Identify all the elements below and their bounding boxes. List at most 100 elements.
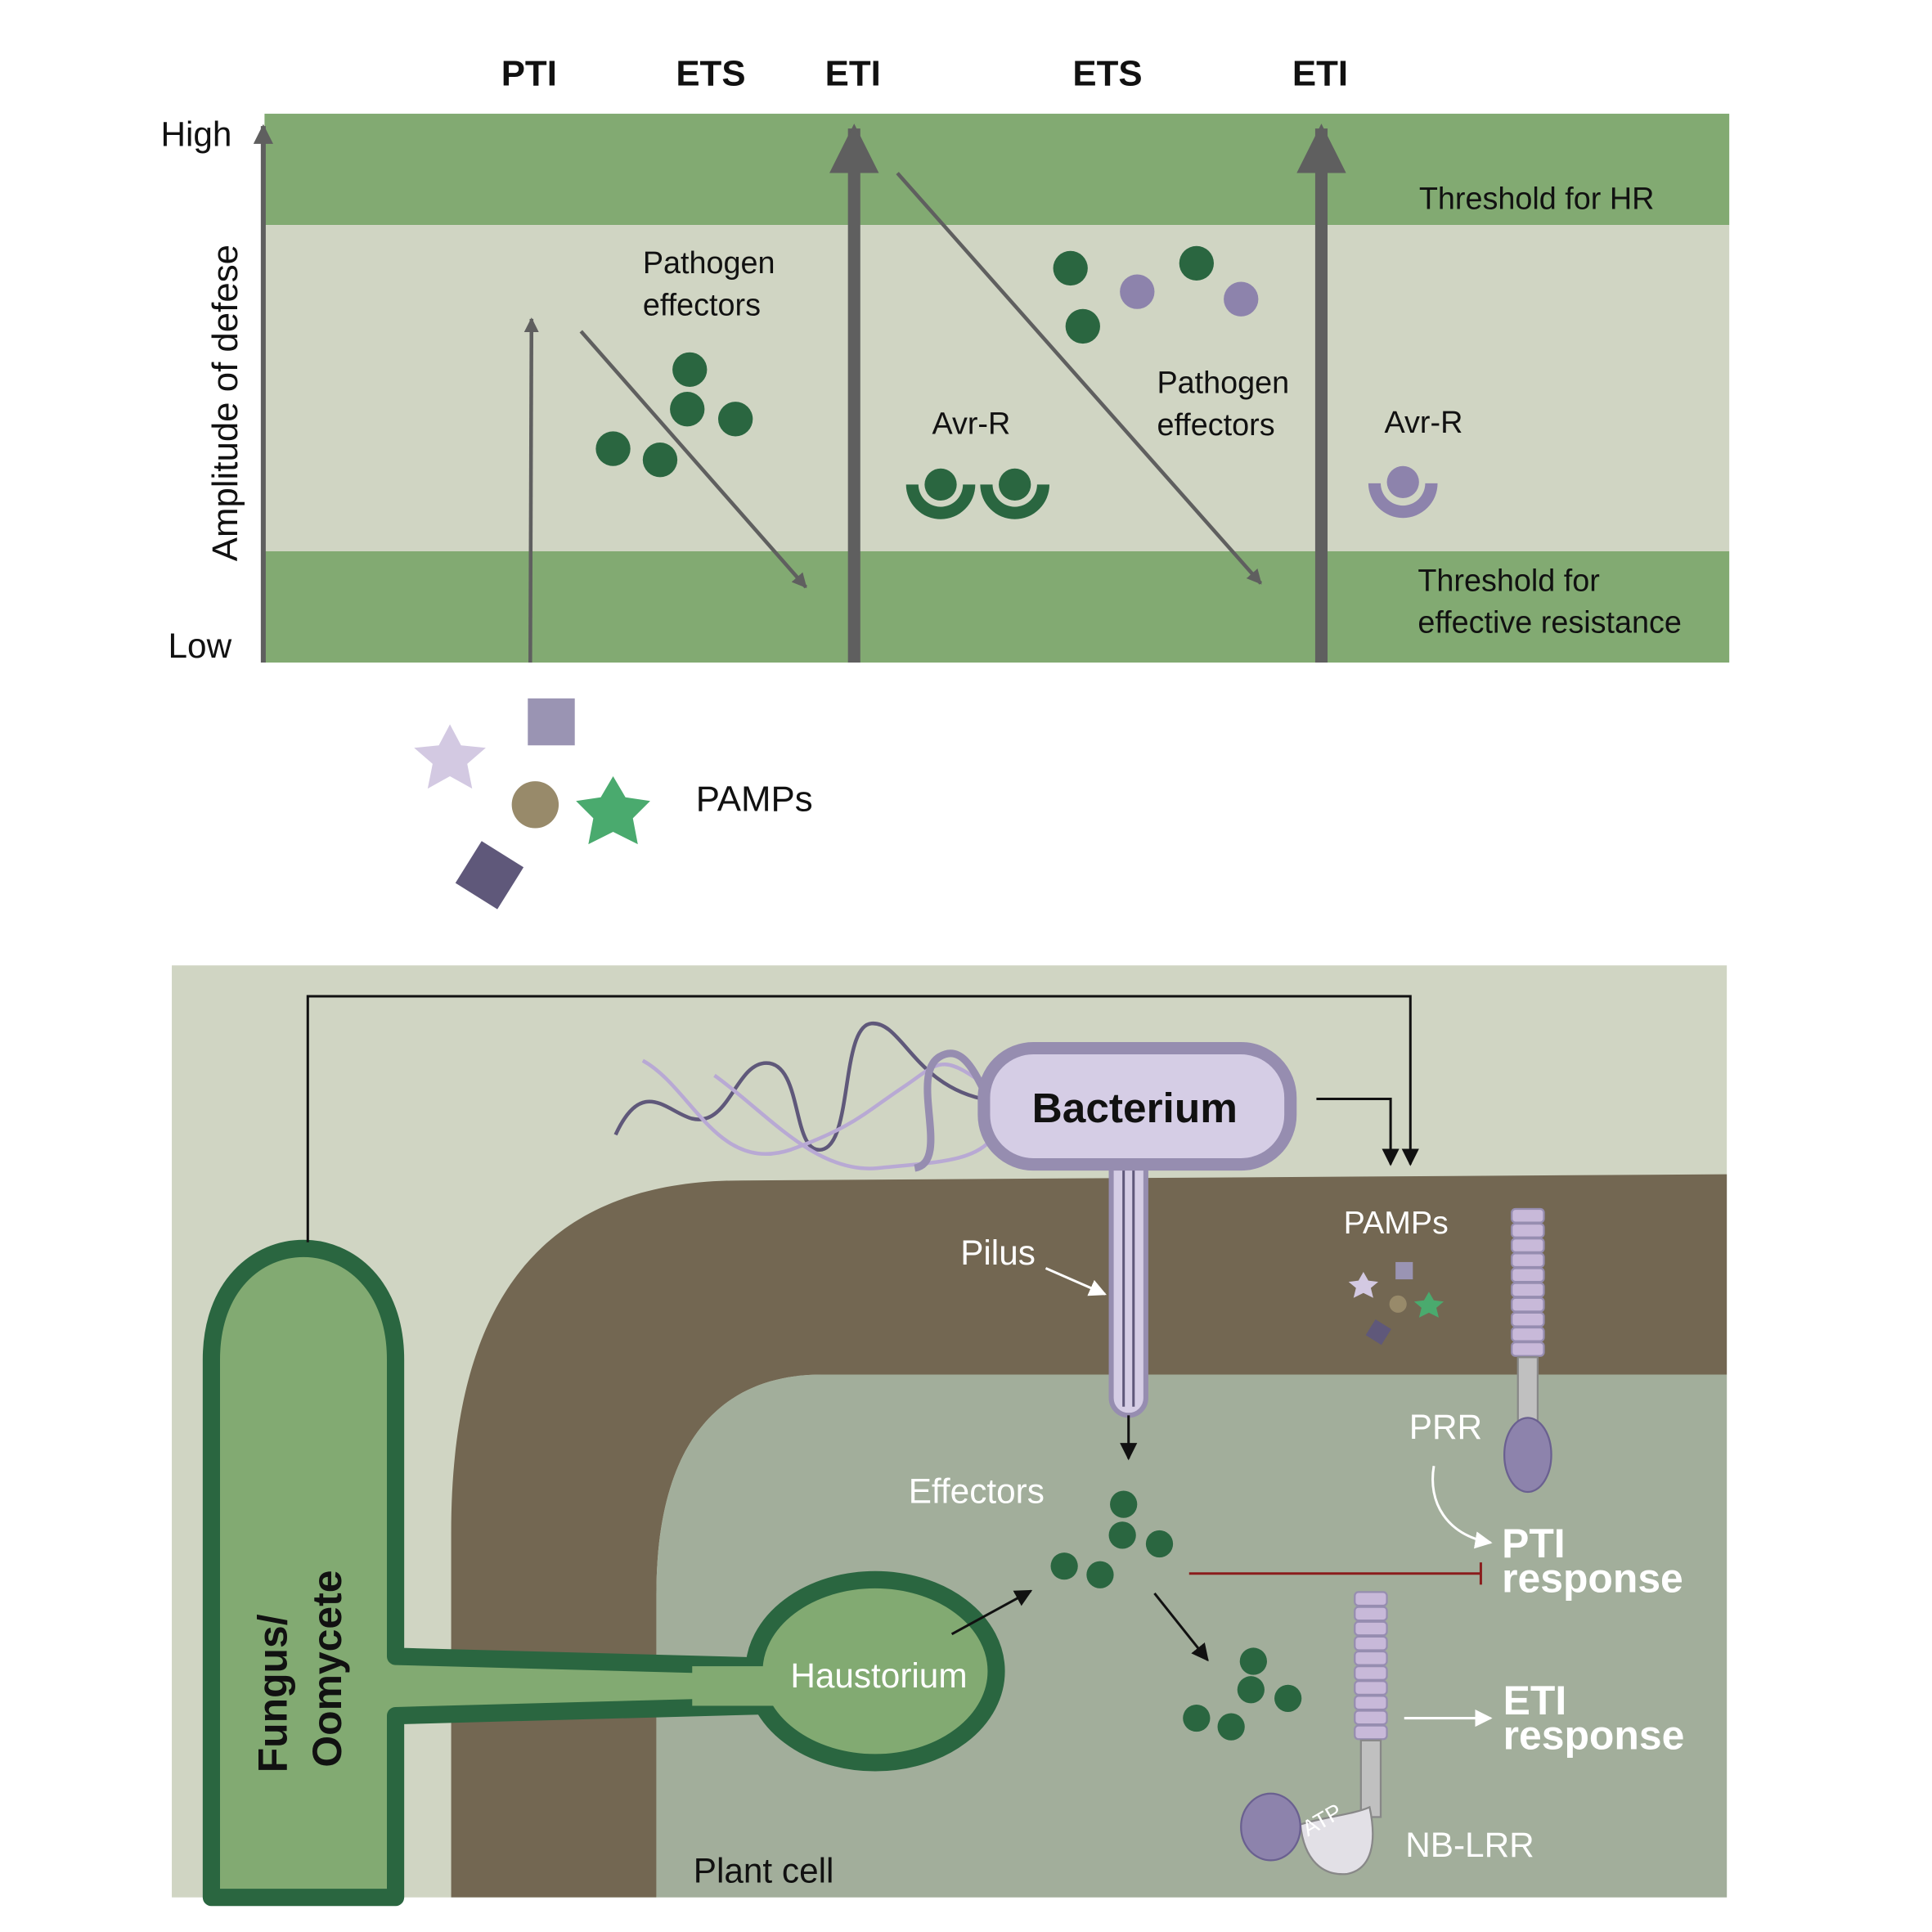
avr-r-complex-green-2 <box>980 468 1050 519</box>
effector-dot <box>595 431 631 466</box>
threshold-resistance-label-2: effective resistance <box>1418 606 1682 640</box>
nblrr-stalk <box>1359 1739 1382 1818</box>
eti-response-label-2: response <box>1503 1712 1685 1758</box>
fungus-label-1: Fungus/ <box>250 1614 296 1772</box>
pamp-star-green-icon <box>576 776 650 845</box>
effector-dot <box>1050 1552 1078 1580</box>
avr-r-complex-purple <box>1368 465 1438 519</box>
effector-dot <box>1217 1713 1245 1741</box>
phase-label-ets-2: ETS <box>1072 53 1142 93</box>
pamps-legend: PAMPs <box>414 698 813 910</box>
effector-dot <box>1179 245 1214 281</box>
threshold-resistance-label-1: Threshold for <box>1418 564 1600 598</box>
fungus-pamp-feedback-line <box>306 995 1419 1242</box>
haustorium-label: Haustorium <box>790 1656 967 1695</box>
ets-decline-arrow-1 <box>579 330 808 589</box>
effector-dot <box>718 402 753 437</box>
effector-dot <box>1145 1530 1174 1558</box>
avr-r-label-2: Avr-R <box>1385 406 1463 440</box>
pamp-diamond-icon <box>455 841 524 910</box>
avr-r-label-1: Avr-R <box>932 407 1010 441</box>
effector-to-nblrr-arrow <box>1153 1592 1209 1662</box>
avr-r-complex-green-1 <box>905 468 976 519</box>
bacterium-label: Bacterium <box>1032 1084 1238 1131</box>
bacterium-pamp-line <box>1316 1097 1400 1166</box>
eti-response-label-1: ETI <box>1503 1678 1567 1723</box>
pamp-square-icon <box>528 698 575 746</box>
effector-dot <box>670 392 705 427</box>
nblrr-cc-domain <box>1240 1792 1301 1862</box>
pamp-star-green-icon <box>1413 1292 1445 1318</box>
effector-cluster-2 <box>1053 245 1259 344</box>
pti-rise-arrow <box>523 317 539 663</box>
effector-dot <box>1274 1684 1302 1713</box>
infection-schematic-panel: Bacterium Pilus PAMPs <box>172 965 1728 1907</box>
nb-lrr-label: NB-LRR <box>1405 1826 1534 1864</box>
pathogen-effectors-label-2a: Pathogen <box>1157 366 1289 401</box>
fungus-hypha <box>202 1239 775 1907</box>
wall-pamps-label: PAMPs <box>1344 1205 1449 1241</box>
effector-dot <box>1183 1704 1211 1732</box>
effector-dot-purple <box>1224 281 1259 317</box>
pathogen-effectors-label-2b: effectors <box>1157 408 1274 443</box>
effector-cluster-cytoplasm-2 <box>1183 1647 1302 1741</box>
nblrr-lrr-segments <box>1354 1591 1388 1741</box>
threshold-hr-label: Threshold for HR <box>1419 182 1655 216</box>
effector-dot <box>1065 308 1100 344</box>
pamp-star-light-icon <box>1348 1272 1378 1298</box>
resistance-threshold-band <box>264 550 1730 663</box>
effectors-label: Effectors <box>909 1472 1045 1511</box>
pilus-pointer-arrow <box>1045 1267 1107 1296</box>
nblrr-nb-domain <box>1299 1805 1374 1876</box>
pamp-circle-icon <box>1389 1295 1407 1313</box>
plant-cytoplasm <box>656 1374 1728 1898</box>
effector-dot <box>642 443 678 478</box>
phase-label-eti-1: ETI <box>825 53 881 93</box>
hr-threshold-band <box>264 114 1730 226</box>
pti-response-label-1: PTI <box>1502 1521 1566 1566</box>
prr-to-pti-arrow <box>1431 1466 1493 1549</box>
plant-cell-label: Plant cell <box>694 1852 834 1890</box>
pamp-circle-icon <box>511 781 559 829</box>
fungus-label-2: Oomycete <box>304 1570 350 1768</box>
plant-cell-wall <box>451 1174 1728 1898</box>
pathogen-effectors-label-1b: effectors <box>643 288 761 322</box>
effector-dot <box>672 352 708 388</box>
wall-pamps-cluster <box>1348 1261 1445 1346</box>
y-low-label: Low <box>168 627 232 665</box>
prr-receptor <box>1503 1207 1552 1494</box>
nb-lrr-receptor <box>1240 1591 1388 1876</box>
ets-decline-arrow-2 <box>896 172 1263 585</box>
pilus-label: Pilus <box>960 1233 1036 1272</box>
phase-label-ets-1: ETS <box>676 53 745 93</box>
prr-lrr-segments <box>1511 1207 1545 1357</box>
zigzag-model-panel: PTI ETS ETI ETS ETI High Low Amplitude o… <box>160 53 1730 665</box>
mid-band <box>264 225 1730 551</box>
effector-cluster-cytoplasm-1 <box>1050 1490 1174 1588</box>
pamp-star-light-icon <box>414 724 486 789</box>
y-high-label: High <box>160 115 231 153</box>
y-axis-label: Amplitude of defese <box>205 245 245 561</box>
prr-stalk <box>1516 1356 1539 1423</box>
effector-dot <box>1086 1561 1114 1588</box>
phase-label-eti-2: ETI <box>1292 53 1348 93</box>
effector-dot <box>1237 1676 1265 1704</box>
effector-dot <box>1053 250 1088 286</box>
effector-dot-purple <box>1120 274 1155 309</box>
effector-dot <box>1239 1647 1267 1675</box>
pamp-square-icon <box>1395 1261 1413 1280</box>
haustorium-effector-arrow <box>950 1589 1033 1636</box>
pathogen-effectors-label-1a: Pathogen <box>643 246 775 281</box>
haustorium-neck <box>692 1666 775 1706</box>
bacterial-pilus <box>1108 1140 1148 1418</box>
effector-dot <box>1108 1521 1136 1549</box>
prr-kinase-domain <box>1503 1417 1552 1494</box>
prr-label: PRR <box>1409 1408 1482 1446</box>
pamps-label: PAMPs <box>696 779 813 819</box>
effector-dot <box>1110 1490 1138 1518</box>
phase-label-pti: PTI <box>501 53 557 93</box>
pti-response-label-2: response <box>1502 1555 1683 1601</box>
pamp-diamond-icon <box>1365 1319 1391 1346</box>
